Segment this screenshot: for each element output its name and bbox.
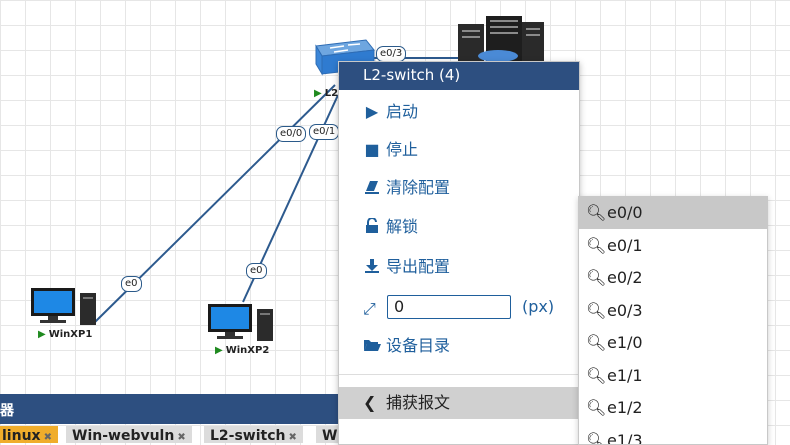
- search-icon: 🔍︎: [586, 431, 607, 445]
- desktop-pc-icon: [208, 304, 273, 341]
- capture-item-e0-2[interactable]: 🔍︎e0/2: [579, 262, 767, 294]
- node-context-menu: L2-switch (4) ▶ 启动 ■ 停止 清除配置 解锁 导出配置 ⤢ 0…: [338, 61, 580, 445]
- winxp2-node[interactable]: [207, 303, 277, 343]
- unlock-icon: [363, 210, 381, 244]
- search-icon: 🔍︎: [586, 301, 607, 320]
- tab-linux[interactable]: linux✖: [0, 426, 58, 443]
- port-label-e0-1: e0/1: [309, 124, 340, 140]
- tab-l2-switch[interactable]: L2-switch✖: [204, 426, 303, 443]
- menu-item-wipe[interactable]: 清除配置: [339, 171, 579, 205]
- capture-item-e1-2[interactable]: 🔍︎e1/2: [579, 392, 767, 424]
- menu-separator: [339, 374, 579, 375]
- running-indicator-icon: ▶: [215, 345, 223, 356]
- port-label-e0-3: e0/3: [376, 46, 407, 62]
- switch-label: ▶L2: [314, 88, 339, 99]
- play-icon: ▶: [365, 102, 379, 121]
- tab-win-webvuln[interactable]: Win-webvuln✖: [66, 426, 192, 443]
- running-indicator-icon: ▶: [38, 329, 46, 340]
- close-icon[interactable]: ✖: [288, 432, 297, 443]
- search-icon: 🔍︎: [586, 203, 607, 222]
- search-icon: 🔍︎: [586, 398, 607, 417]
- winxp1-node[interactable]: [30, 287, 100, 327]
- port-label-winxp1-e0: e0: [121, 276, 142, 292]
- menu-item-start[interactable]: ▶ 启动: [339, 95, 579, 129]
- menu-item-capture[interactable]: ❮ 捕获报文: [339, 387, 579, 419]
- capture-item-e0-1[interactable]: 🔍︎e0/1: [579, 230, 767, 262]
- stop-icon: ■: [364, 140, 380, 159]
- console-panel-title: 器: [0, 403, 14, 419]
- menu-item-stop[interactable]: ■ 停止: [339, 133, 579, 167]
- chevron-left-icon: ❮: [363, 393, 377, 412]
- resize-icon: ⤢: [363, 299, 376, 318]
- search-icon: 🔍︎: [586, 236, 607, 255]
- winxp1-label: ▶WinXP1: [38, 329, 93, 340]
- port-label-e0-0: e0/0: [276, 126, 307, 142]
- port-label-winxp2-e0: e0: [246, 263, 267, 279]
- close-icon[interactable]: ✖: [177, 432, 186, 443]
- server-icon: [458, 16, 544, 62]
- capture-item-e1-3[interactable]: 🔍︎e1/3: [579, 425, 767, 445]
- tab-w[interactable]: W: [316, 426, 338, 443]
- search-icon: 🔍︎: [586, 366, 607, 385]
- winxp2-label: ▶WinXP2: [215, 345, 270, 356]
- running-indicator-icon: ▶: [314, 88, 322, 99]
- console-tabs: linux✖ Win-webvuln✖ L2-switch✖ W: [0, 424, 338, 443]
- zoom-px-input[interactable]: 0: [387, 295, 511, 319]
- console-panel-header: 器: [0, 394, 338, 424]
- eraser-icon: [363, 171, 381, 205]
- menu-item-export-config[interactable]: 导出配置: [339, 250, 579, 284]
- capture-item-e0-3[interactable]: 🔍︎e0/3: [579, 295, 767, 327]
- download-icon: [363, 250, 381, 284]
- search-icon: 🔍︎: [586, 268, 607, 287]
- close-icon[interactable]: ✖: [43, 432, 52, 443]
- capture-item-e1-0[interactable]: 🔍︎e1/0: [579, 327, 767, 359]
- menu-item-device-directory[interactable]: 设备目录: [339, 329, 579, 363]
- context-menu-title: L2-switch (4): [339, 62, 579, 90]
- folder-open-icon: [363, 329, 381, 363]
- zoom-unit-label: (px): [522, 297, 555, 316]
- server-node[interactable]: [456, 12, 546, 62]
- capture-item-e0-0[interactable]: 🔍︎e0/0: [579, 197, 767, 229]
- menu-item-unlock[interactable]: 解锁: [339, 210, 579, 244]
- search-icon: 🔍︎: [586, 333, 607, 352]
- capture-item-e1-1[interactable]: 🔍︎e1/1: [579, 360, 767, 392]
- capture-interface-submenu: 🔍︎e0/0 🔍︎e0/1 🔍︎e0/2 🔍︎e0/3 🔍︎e1/0 🔍︎e1/…: [578, 196, 768, 445]
- desktop-pc-icon: [31, 288, 96, 325]
